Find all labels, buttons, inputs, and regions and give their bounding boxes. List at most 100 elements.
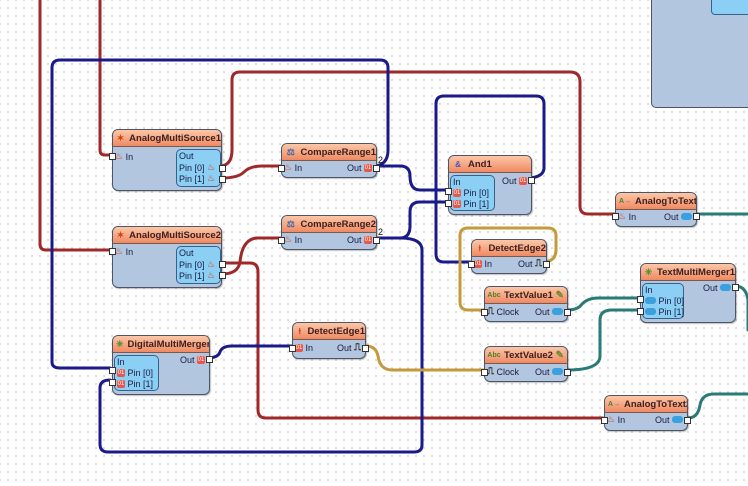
partial-component-top-right[interactable] (651, 0, 748, 108)
node-header[interactable]: ✳TextMultiMerger1 (641, 264, 735, 281)
node-header[interactable]: ⚖CompareRange2 (282, 216, 376, 233)
output-pin-out[interactable]: Out 01 (347, 162, 372, 173)
pin-connector[interactable] (468, 261, 475, 268)
input-pin-in[interactable]: ♨ In (607, 414, 625, 425)
pin-connector[interactable] (373, 237, 380, 244)
input-pin-clock[interactable]: ⎍ Clock (487, 306, 519, 317)
input-pin-1[interactable]: 01 Pin [1] (453, 198, 489, 209)
wire-ams1-pin1-to-cr1[interactable] (220, 164, 282, 180)
input-pin-in[interactable]: ♨ In (284, 162, 302, 173)
pin-connector[interactable] (528, 177, 535, 184)
output-pin-1[interactable]: Pin [1] ♨ (179, 173, 215, 184)
node-detect-edge-1[interactable]: ⟊DetectEdge1 01 In Out ⎍ (289, 322, 369, 359)
output-pin-out[interactable]: Out (703, 282, 731, 293)
pin-connector[interactable] (637, 308, 644, 315)
edit-tool-icon[interactable]: ✎ (555, 349, 564, 361)
output-pin-out[interactable]: Out 01 (180, 354, 205, 365)
pin-connector[interactable] (373, 165, 380, 172)
pin-connector[interactable] (481, 309, 488, 316)
node-header[interactable]: A→AnalogToText1 (616, 193, 696, 210)
node-and-1[interactable]: &And1 In 01 Pin [0] 01 Pin [1] Out 01 (445, 155, 535, 215)
pin-connector[interactable] (219, 261, 226, 268)
node-digital-multi-merger-1[interactable]: ✳DigitalMultiMerger1 In 01 Pin [0] 01 Pi… (109, 335, 213, 395)
wire-cr1-out-to-and1-pin0[interactable] (374, 164, 449, 192)
pin-connector[interactable] (564, 369, 571, 376)
node-compare-range-2[interactable]: ⚖CompareRange2 ♨ In Out 01 2 (278, 215, 383, 250)
wire-de1-out-to-tv2-clock[interactable] (364, 344, 486, 372)
pin-connector[interactable] (481, 369, 488, 376)
wire-and1-out-to-de2[interactable] (434, 94, 546, 264)
pin-connector[interactable] (219, 272, 226, 279)
wire-de2-out-to-tv1-clock[interactable] (458, 226, 558, 312)
node-header[interactable]: &And1 (449, 156, 531, 173)
node-analog-to-text-1[interactable]: A→AnalogToText1 ♨ In Out (612, 192, 700, 227)
output-pin-out[interactable]: Out (655, 414, 683, 425)
node-header[interactable]: ⟊DetectEdge2 (472, 240, 546, 257)
node-analog-to-text-2[interactable]: A→AnalogToText2 ♨ In Out (601, 395, 691, 431)
node-detect-edge-2[interactable]: ⟊DetectEdge2 01 In Out ⎍ (468, 239, 550, 274)
output-pin-out[interactable]: Out (664, 211, 692, 222)
pin-connector[interactable] (278, 165, 285, 172)
node-compare-range-1[interactable]: ⚖CompareRange1 ♨ In Out 01 2 (278, 143, 383, 178)
pin-connector[interactable] (543, 261, 550, 268)
output-pin-out[interactable]: Out 01 (502, 175, 527, 186)
output-pin-out[interactable]: Out ⎍ (337, 342, 361, 353)
output-pin-out[interactable]: Out (535, 366, 563, 377)
output-pin-out[interactable]: Out (535, 306, 563, 317)
wire-analog-top-to-ams1[interactable] (98, 0, 112, 157)
pin-connector[interactable] (206, 356, 213, 363)
pin-connector[interactable] (109, 379, 116, 386)
pin-connector[interactable] (109, 367, 116, 374)
node-analog-multi-source-1[interactable]: ✶AnalogMultiSource1 ♨ In Out Pin [0] ♨ P… (109, 129, 226, 191)
pin-connector[interactable] (362, 345, 369, 352)
wire-analog-left-to-ams2[interactable] (38, 0, 112, 252)
input-pin-1[interactable]: Pin [1] (645, 306, 684, 317)
pin-connector[interactable] (219, 165, 226, 172)
input-pin-1[interactable]: 01 Pin [1] (117, 378, 153, 389)
pin-connector[interactable] (693, 213, 700, 220)
output-pin-out[interactable]: Out ⎍ (518, 258, 542, 269)
input-pin-in[interactable]: ♨ In (618, 211, 636, 222)
node-text-multi-merger-1[interactable]: ✳TextMultiMerger1 In Pin [0] Pin [1] Out (637, 263, 739, 323)
pin-connector[interactable] (601, 417, 608, 424)
input-pin-0[interactable]: 01 Pin [0] (117, 367, 153, 378)
pin-connector[interactable] (109, 153, 116, 160)
node-header[interactable]: ✶AnalogMultiSource2 (113, 227, 221, 244)
wire-ams2-pin0-to-att2[interactable] (220, 261, 605, 420)
input-pin-in[interactable]: 01 In (474, 258, 492, 269)
wire-cr1-out-loop-to-dmm1[interactable] (50, 58, 390, 370)
output-pin-out[interactable]: Out 01 (347, 234, 372, 245)
input-pin-clock[interactable]: ⎍ Clock (487, 366, 519, 377)
wire-att2-out[interactable] (686, 392, 748, 420)
input-pin-in[interactable]: ♨ In (115, 151, 133, 162)
output-pin-1[interactable]: Pin [1] ♨ (179, 270, 215, 281)
pin-connector[interactable] (637, 296, 644, 303)
pin-connector[interactable] (445, 188, 452, 195)
pin-connector[interactable] (564, 309, 571, 316)
input-pin-in[interactable]: 01 In (295, 342, 313, 353)
output-pin-0[interactable]: Pin [0] ♨ (179, 162, 215, 173)
pin-connector[interactable] (612, 213, 619, 220)
wire-ams1-pin0-to-att1[interactable] (220, 70, 616, 216)
input-pin-0[interactable]: Pin [0] (645, 295, 684, 306)
wire-tv1-out-to-tmm1-pin0[interactable] (565, 296, 642, 312)
pin-connector[interactable] (109, 248, 116, 255)
pin-connector[interactable] (289, 345, 296, 352)
node-header[interactable]: ✶AnalogMultiSource1 (113, 130, 221, 147)
wire-cr2-out-to-dmm1-pin1[interactable] (98, 236, 424, 454)
pin-connector[interactable] (445, 200, 452, 207)
edit-tool-icon[interactable]: ✎ (555, 289, 564, 301)
wire-dmm1-out-to-de1[interactable] (205, 344, 294, 360)
wire-ams2-pin1-to-cr2[interactable] (220, 236, 282, 276)
pin-connector[interactable] (732, 284, 739, 291)
pin-connector[interactable] (219, 176, 226, 183)
input-pin-in[interactable]: ♨ In (284, 234, 302, 245)
pin-connector[interactable] (278, 237, 285, 244)
wire-tmm1-out[interactable] (733, 284, 748, 332)
node-analog-multi-source-2[interactable]: ✶AnalogMultiSource2 ♨ In Out Pin [0] ♨ P… (109, 226, 226, 288)
output-pin-0[interactable]: Pin [0] ♨ (179, 259, 215, 270)
